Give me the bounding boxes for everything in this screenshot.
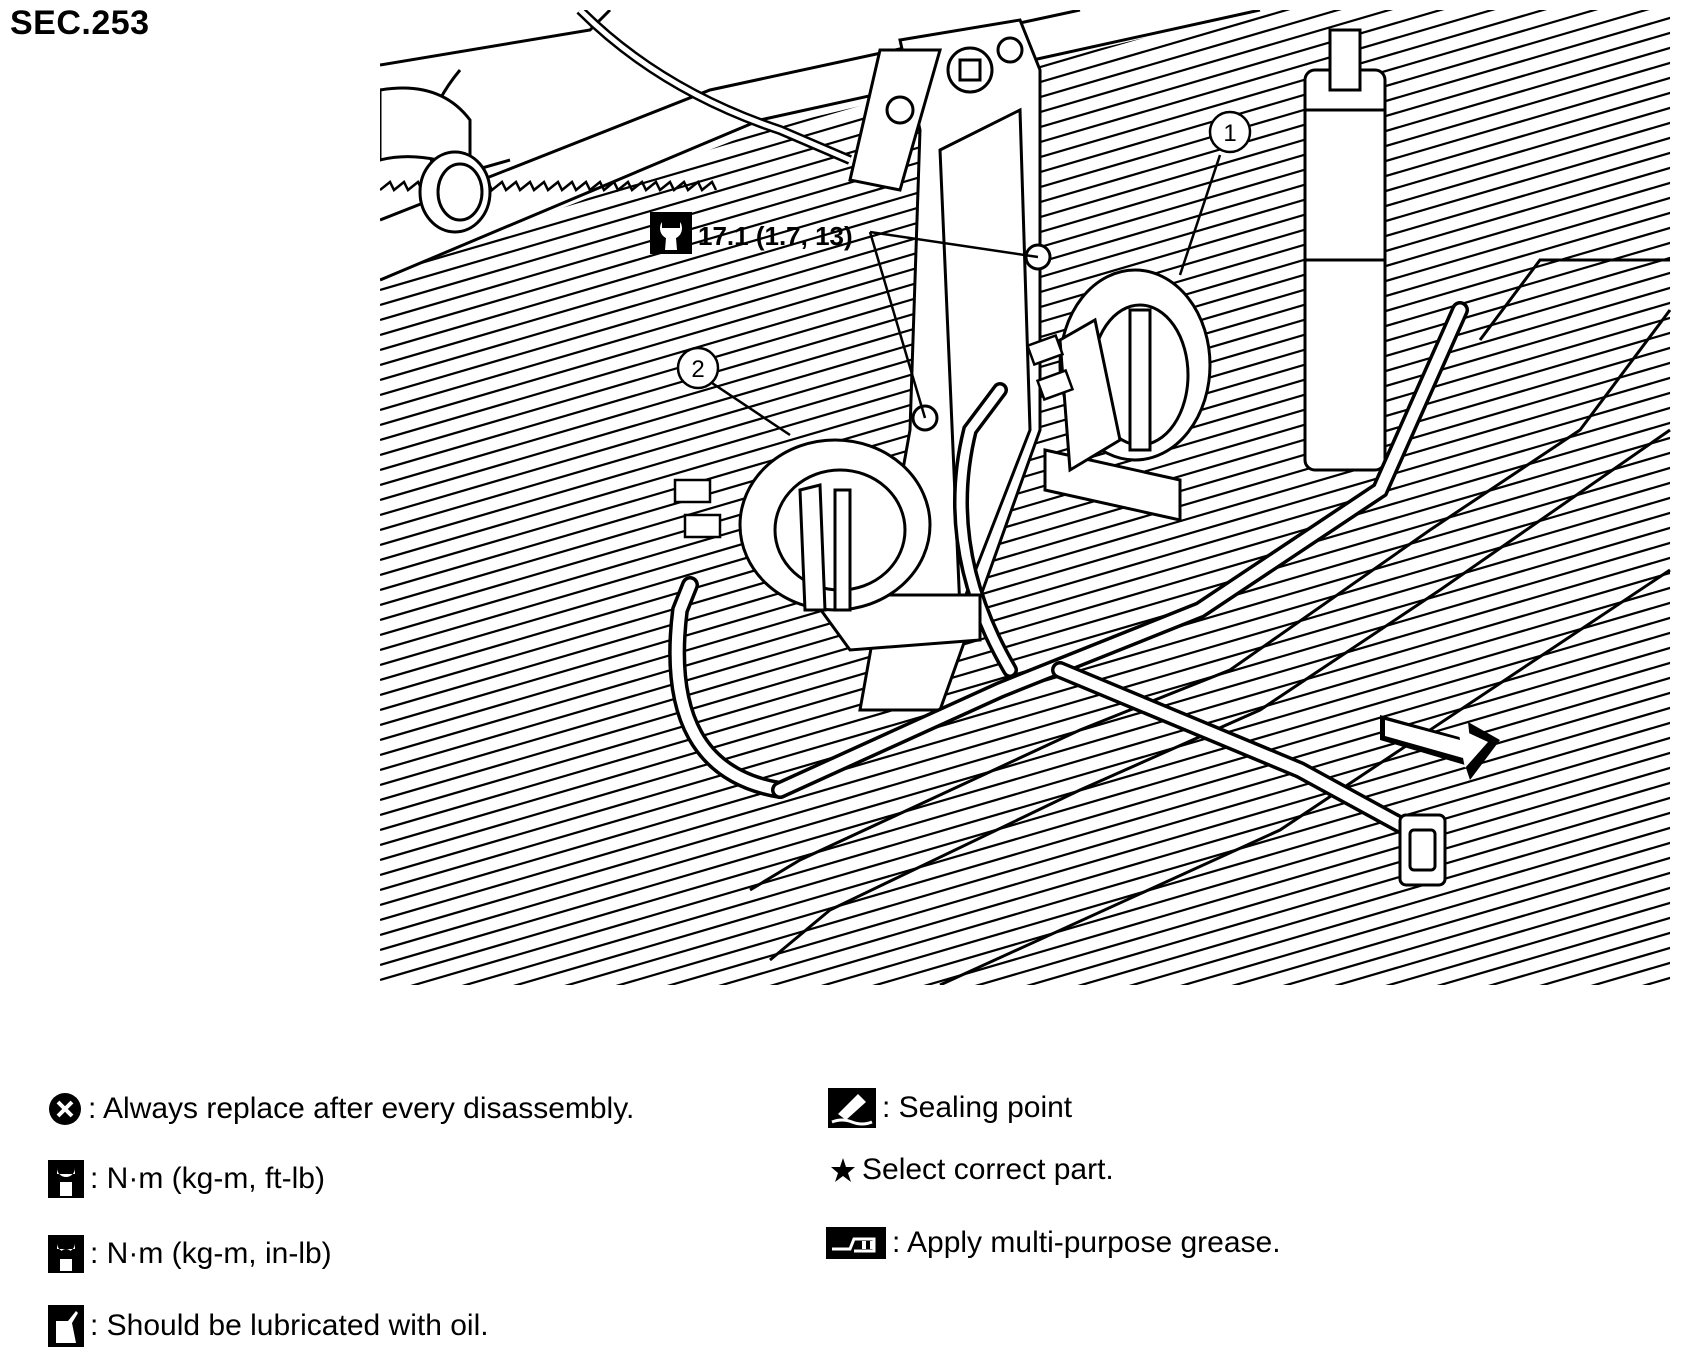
fin-line xyxy=(380,868,1670,985)
fin-line xyxy=(380,703,1670,985)
fin-line xyxy=(380,358,1670,742)
legend-sealing-point: : Sealing point xyxy=(828,1088,1072,1128)
leader-lines xyxy=(699,154,1222,437)
part-callout-2: 2 xyxy=(676,346,720,390)
fin-line xyxy=(380,373,1670,757)
fin-line xyxy=(380,613,1670,985)
fin-line xyxy=(380,748,1670,985)
front-direction-arrow xyxy=(1380,715,1500,780)
fin-line xyxy=(380,553,1670,937)
fin-line xyxy=(380,538,1670,922)
legend-sealing-point-text: : Sealing point xyxy=(882,1091,1073,1124)
fin-line xyxy=(380,418,1670,802)
harness-connector xyxy=(1398,813,1447,887)
wiring-harness xyxy=(668,301,1469,839)
hose-end xyxy=(380,86,492,234)
legend-select-part: Select correct part. xyxy=(830,1153,1114,1187)
fin-line xyxy=(380,298,1670,682)
circle-x-icon xyxy=(49,1093,81,1125)
receiver-drier-pipe xyxy=(1303,28,1387,472)
oil-can-icon xyxy=(48,1305,84,1347)
fin-line xyxy=(380,598,1670,982)
fin-line xyxy=(380,628,1670,985)
fin-line xyxy=(380,913,1670,985)
fin-line xyxy=(380,283,1670,667)
fin-line xyxy=(380,898,1670,985)
fin-line xyxy=(380,583,1670,967)
legend-torque-inlb-text: : N·m (kg-m, in-lb) xyxy=(90,1237,332,1270)
horn-terminals xyxy=(673,333,1075,539)
legend-lubricate-oil: : Should be lubricated with oil. xyxy=(48,1305,489,1347)
fin-line xyxy=(380,403,1670,787)
fin-line xyxy=(380,733,1670,985)
fin-line xyxy=(380,433,1670,817)
bumper-beam xyxy=(749,258,1672,985)
torque-wrench-icon xyxy=(48,1160,84,1198)
legend-select-part-text: Select correct part. xyxy=(862,1153,1114,1186)
fin-line xyxy=(380,823,1670,985)
star-icon xyxy=(831,1158,855,1182)
fin-line xyxy=(380,343,1670,727)
section-label: SEC.253 xyxy=(10,4,150,42)
horn-1 xyxy=(1043,268,1212,522)
fin-line xyxy=(380,508,1670,892)
fin-line xyxy=(380,838,1670,985)
fin-line xyxy=(380,463,1670,847)
fin-line xyxy=(380,808,1670,985)
legend-torque-inlb: : N·m (kg-m, in-lb) xyxy=(48,1235,332,1273)
fin-line xyxy=(380,793,1670,985)
torque-value-label: 17.1 (1.7, 13) xyxy=(698,221,853,251)
legend-grease-text: : Apply multi-purpose grease. xyxy=(892,1226,1281,1259)
fin-line xyxy=(380,328,1670,712)
fin-line xyxy=(380,313,1670,697)
legend-replace: : Always replace after every disassembly… xyxy=(48,1092,634,1126)
fin-line xyxy=(380,853,1670,985)
part-callout-1: 1 xyxy=(1208,110,1252,154)
legend-torque-ftlb: : N·m (kg-m, ft-lb) xyxy=(48,1160,325,1198)
fin-line xyxy=(380,523,1670,907)
fin-line xyxy=(380,778,1670,985)
legend-replace-text: : Always replace after every disassembly… xyxy=(88,1092,635,1125)
fin-line xyxy=(380,448,1670,832)
fin-line xyxy=(380,388,1670,772)
legend-lubricate-oil-text: : Should be lubricated with oil. xyxy=(90,1309,489,1342)
fin-line xyxy=(380,883,1670,985)
fin-line xyxy=(380,568,1670,952)
legend-torque-ftlb-text: : N·m (kg-m, ft-lb) xyxy=(90,1162,325,1195)
torque-callout: 17.1 (1.7, 13) xyxy=(650,212,853,254)
fin-line xyxy=(380,943,1670,985)
part-2-number: 2 xyxy=(691,356,704,383)
sealant-icon xyxy=(828,1088,876,1128)
fin-line xyxy=(380,763,1670,985)
part-1-number: 1 xyxy=(1223,120,1236,147)
fin-line xyxy=(380,658,1670,985)
grease-gun-icon xyxy=(826,1227,886,1259)
fin-line xyxy=(380,718,1670,985)
horn-2 xyxy=(738,438,982,652)
horn-installation-diagram: 17.1 (1.7, 13) 1 2 xyxy=(380,10,1672,985)
torque-wrench-filled-icon xyxy=(48,1235,84,1273)
legend-grease: : Apply multi-purpose grease. xyxy=(826,1226,1281,1260)
